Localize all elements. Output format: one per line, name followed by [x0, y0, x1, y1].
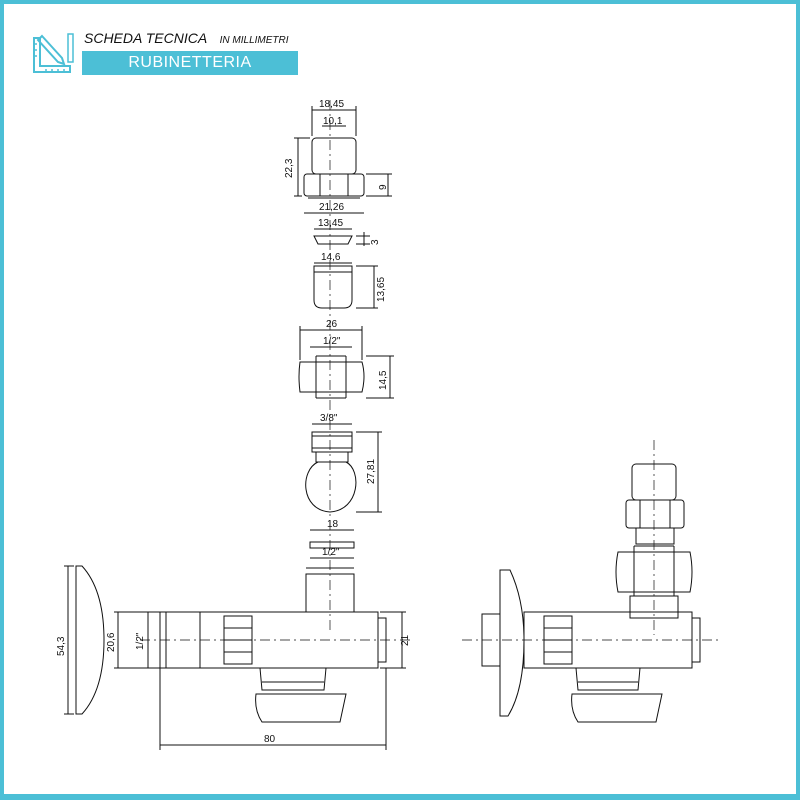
dim-label: 13,45 — [318, 218, 343, 229]
dim-label: 80 — [264, 734, 276, 745]
gasket-part — [309, 541, 355, 549]
dim-label: 1/2" — [135, 632, 146, 650]
sheet-title: SCHEDA TECNICA — [84, 30, 208, 46]
valve-body-front — [75, 565, 387, 723]
sheet-subtitle: IN MILLIMETRI — [219, 35, 289, 46]
dim-label: 26 — [326, 319, 338, 330]
title-row: SCHEDA TECNICA IN MILLIMETRI — [84, 30, 289, 48]
dim-label: 3/8" — [320, 413, 338, 424]
washer-part — [313, 235, 353, 245]
dim-label: 10,1 — [323, 116, 343, 127]
dim-label: 22,3 — [284, 158, 295, 178]
olive-ring-part — [313, 265, 353, 309]
dim-label: 13,65 — [376, 277, 387, 302]
dim-label: 14,5 — [378, 370, 389, 390]
dim-label: 1/2" — [323, 336, 341, 347]
valve-assembled-view — [462, 440, 720, 723]
dim-label: 18,45 — [319, 99, 344, 110]
dim-label: 27,81 — [366, 459, 377, 484]
hex-nut-part — [298, 355, 365, 399]
dim-label: 20,6 — [106, 632, 117, 652]
dim-label: 21,26 — [319, 202, 344, 213]
category-banner: RUBINETTERIA — [82, 51, 298, 75]
dim-label: 9 — [378, 184, 389, 190]
dim-label: 1/2" — [322, 547, 340, 558]
dim-label: 21 — [400, 634, 411, 646]
dim-label: 14,6 — [321, 252, 341, 263]
dim-label: 54,3 — [56, 636, 67, 656]
pencil-ruler-icon — [33, 33, 74, 73]
header: SCHEDA TECNICA IN MILLIMETRI RUBINETTERI… — [0, 0, 800, 90]
compression-nut-part — [303, 137, 365, 199]
adapter-part — [305, 431, 357, 513]
dim-label: 3 — [370, 239, 381, 245]
dim-label: 18 — [327, 519, 339, 530]
